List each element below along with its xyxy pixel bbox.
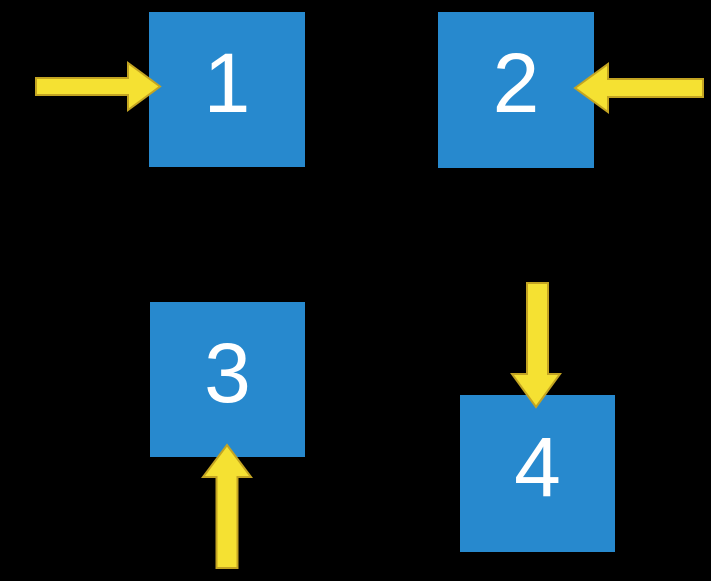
box-4-label: 4 <box>514 419 561 514</box>
box-1-label: 1 <box>203 35 251 130</box>
numbered-box-4: 4 <box>460 395 615 552</box>
arrow-left-icon <box>573 62 704 114</box>
arrow-right-icon <box>35 61 162 112</box>
numbered-box-1: 1 <box>149 12 305 167</box>
numbered-box-2: 2 <box>438 12 594 168</box>
box-3-label: 3 <box>204 325 251 420</box>
arrow-up-icon <box>201 443 253 569</box>
arrow-down-icon <box>510 282 562 409</box>
numbered-box-3: 3 <box>150 302 305 457</box>
box-2-label: 2 <box>492 36 540 130</box>
